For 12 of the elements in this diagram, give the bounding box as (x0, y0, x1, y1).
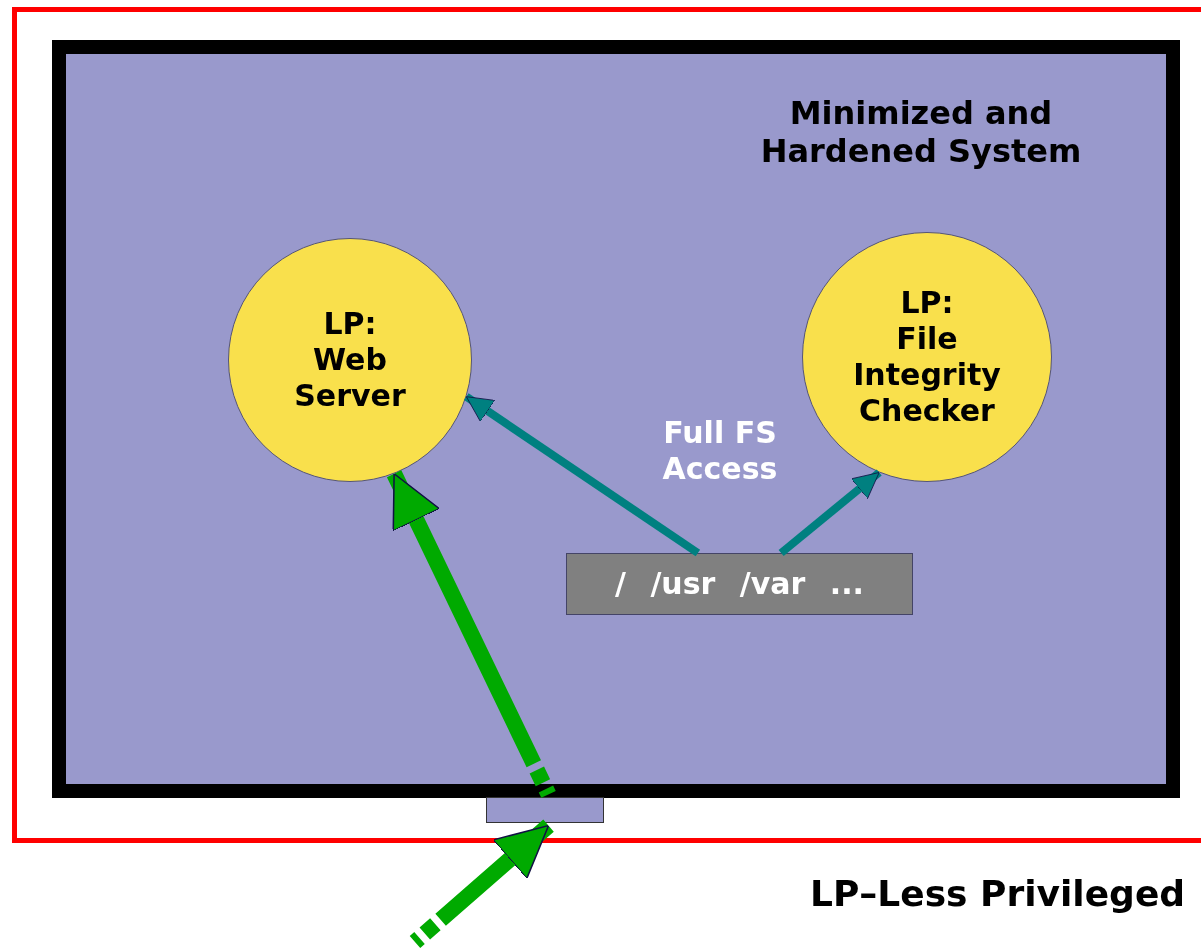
abbreviation-note: LP–Less Privileged (810, 872, 1187, 916)
circle-label: LP: File Integrity Checker (852, 285, 1002, 429)
edge-note: Full FS Access (661, 415, 779, 487)
port-box (486, 797, 604, 823)
path-list: / /usr /var ... (567, 566, 912, 602)
directory-bar (566, 553, 913, 615)
arrow (386, 470, 556, 798)
box-title: Minimized and Hardened System (759, 94, 1083, 171)
circle-label: LP: Web Server (293, 306, 407, 414)
arrow (464, 393, 701, 557)
arrow (778, 469, 882, 557)
arrow (409, 819, 554, 949)
